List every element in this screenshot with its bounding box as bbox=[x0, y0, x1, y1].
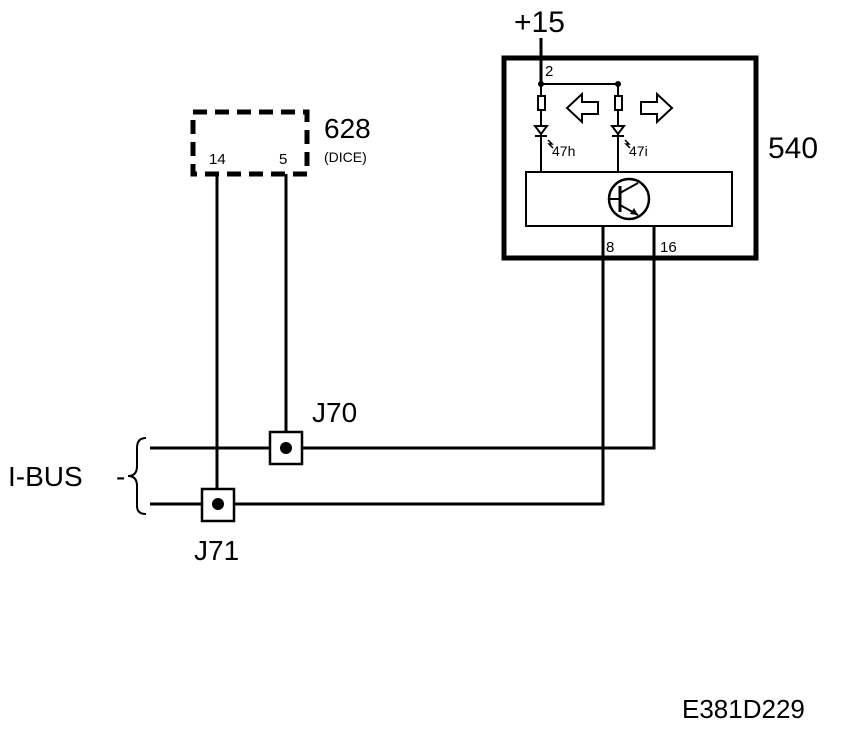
connector-j70-dot bbox=[280, 442, 292, 454]
wire-540-pin16 bbox=[150, 226, 656, 450]
module-628-pin-14: 14 bbox=[209, 151, 226, 168]
led-left-icon bbox=[533, 125, 554, 149]
arrow-left-icon bbox=[565, 91, 599, 125]
module-628-box bbox=[190, 109, 310, 177]
bus-dash: - bbox=[116, 461, 125, 492]
module-540-box bbox=[501, 55, 759, 261]
led-right-icon bbox=[610, 125, 631, 149]
connector-j70 bbox=[268, 430, 304, 466]
connector-j71 bbox=[200, 487, 236, 523]
connector-j70-label: J70 bbox=[312, 397, 357, 428]
led-left-label: 47h bbox=[552, 143, 575, 159]
drawing-code: E381D229 bbox=[682, 694, 805, 724]
resistor-left bbox=[537, 95, 546, 111]
module-540-id: 540 bbox=[768, 132, 818, 165]
supply-label: +15 bbox=[514, 6, 565, 39]
module-628-name: (DICE) bbox=[324, 149, 367, 165]
module-628-pin-5: 5 bbox=[279, 151, 287, 168]
resistor-right bbox=[614, 95, 623, 111]
bus-brace bbox=[127, 437, 147, 515]
wire-540-pin8 bbox=[150, 226, 605, 506]
transistor-icon bbox=[607, 177, 651, 221]
module-540-pin-16: 16 bbox=[660, 239, 677, 256]
module-540-pin-supply: 2 bbox=[545, 63, 553, 80]
module-540-pin-8: 8 bbox=[606, 239, 614, 256]
bus-label: I-BUS bbox=[8, 461, 83, 492]
connector-j71-label: J71 bbox=[194, 535, 239, 566]
arrow-right-icon bbox=[640, 91, 674, 125]
led-right-label: 47i bbox=[629, 143, 648, 159]
module-628-id: 628 bbox=[324, 113, 371, 144]
connector-j71-dot bbox=[212, 498, 224, 510]
